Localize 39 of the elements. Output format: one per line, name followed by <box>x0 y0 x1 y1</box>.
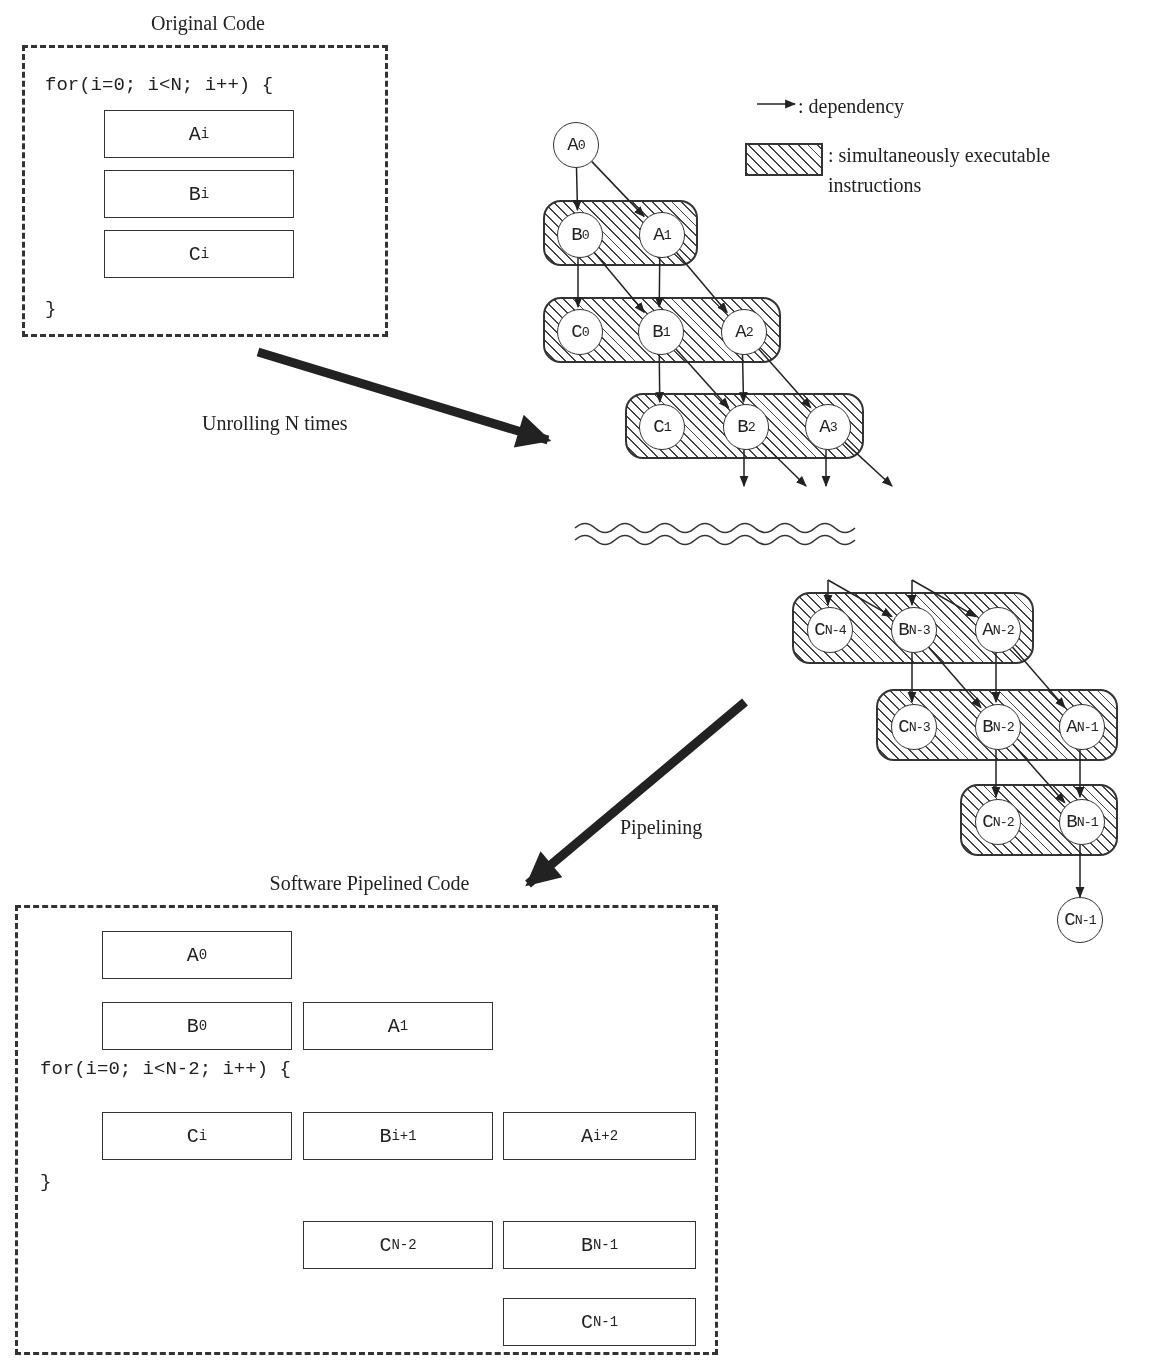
thick-arrow <box>256 347 552 448</box>
hatched-group <box>876 689 1118 761</box>
hatched-group <box>543 200 698 266</box>
legend-text: : dependency <box>798 94 906 120</box>
dependency-arrow <box>738 352 748 404</box>
dependency-arrow <box>827 579 893 618</box>
dependency-arrow <box>756 346 812 409</box>
code-brace: } <box>40 1171 52 1193</box>
dependency-arrow <box>1075 842 1085 899</box>
hatched-group <box>625 393 864 459</box>
panel-title: Software Pipelined Code <box>268 872 471 895</box>
dependency-arrow <box>907 579 917 607</box>
dependency-arrow <box>573 255 583 309</box>
dependency-arrow <box>673 346 730 409</box>
dependency-arrow <box>842 439 893 487</box>
dependency-arrow <box>821 447 831 488</box>
thick-arrow <box>525 698 748 888</box>
dependency-arrow <box>823 579 833 607</box>
dependency-arrow <box>1010 644 1066 709</box>
code-line: for(i=0; i<N-2; i++) { <box>40 1058 291 1080</box>
panel-title: Original Code <box>150 12 266 35</box>
dependency-arrow <box>991 747 1001 799</box>
code-line: for(i=0; i<N; i++) { <box>45 74 274 96</box>
dependency-arrow <box>911 579 977 618</box>
dependency-arrow <box>739 447 749 488</box>
hatched-group <box>792 592 1034 664</box>
dependency-arrow <box>591 160 645 218</box>
dependency-arrow <box>991 650 1001 704</box>
dependency-arrow <box>759 440 807 487</box>
hatched-group <box>960 784 1118 856</box>
dependency-arrow <box>907 650 917 704</box>
legend-text: : simultaneously executable instructions <box>828 143 1052 198</box>
code-brace: } <box>45 298 57 320</box>
dependency-arrow <box>926 644 982 709</box>
dependency-arrow <box>572 167 582 212</box>
dependency-arrow <box>655 352 665 404</box>
hatched-group <box>543 297 781 363</box>
dependency-arrow <box>1010 741 1066 804</box>
dependency-arrow <box>654 255 664 309</box>
